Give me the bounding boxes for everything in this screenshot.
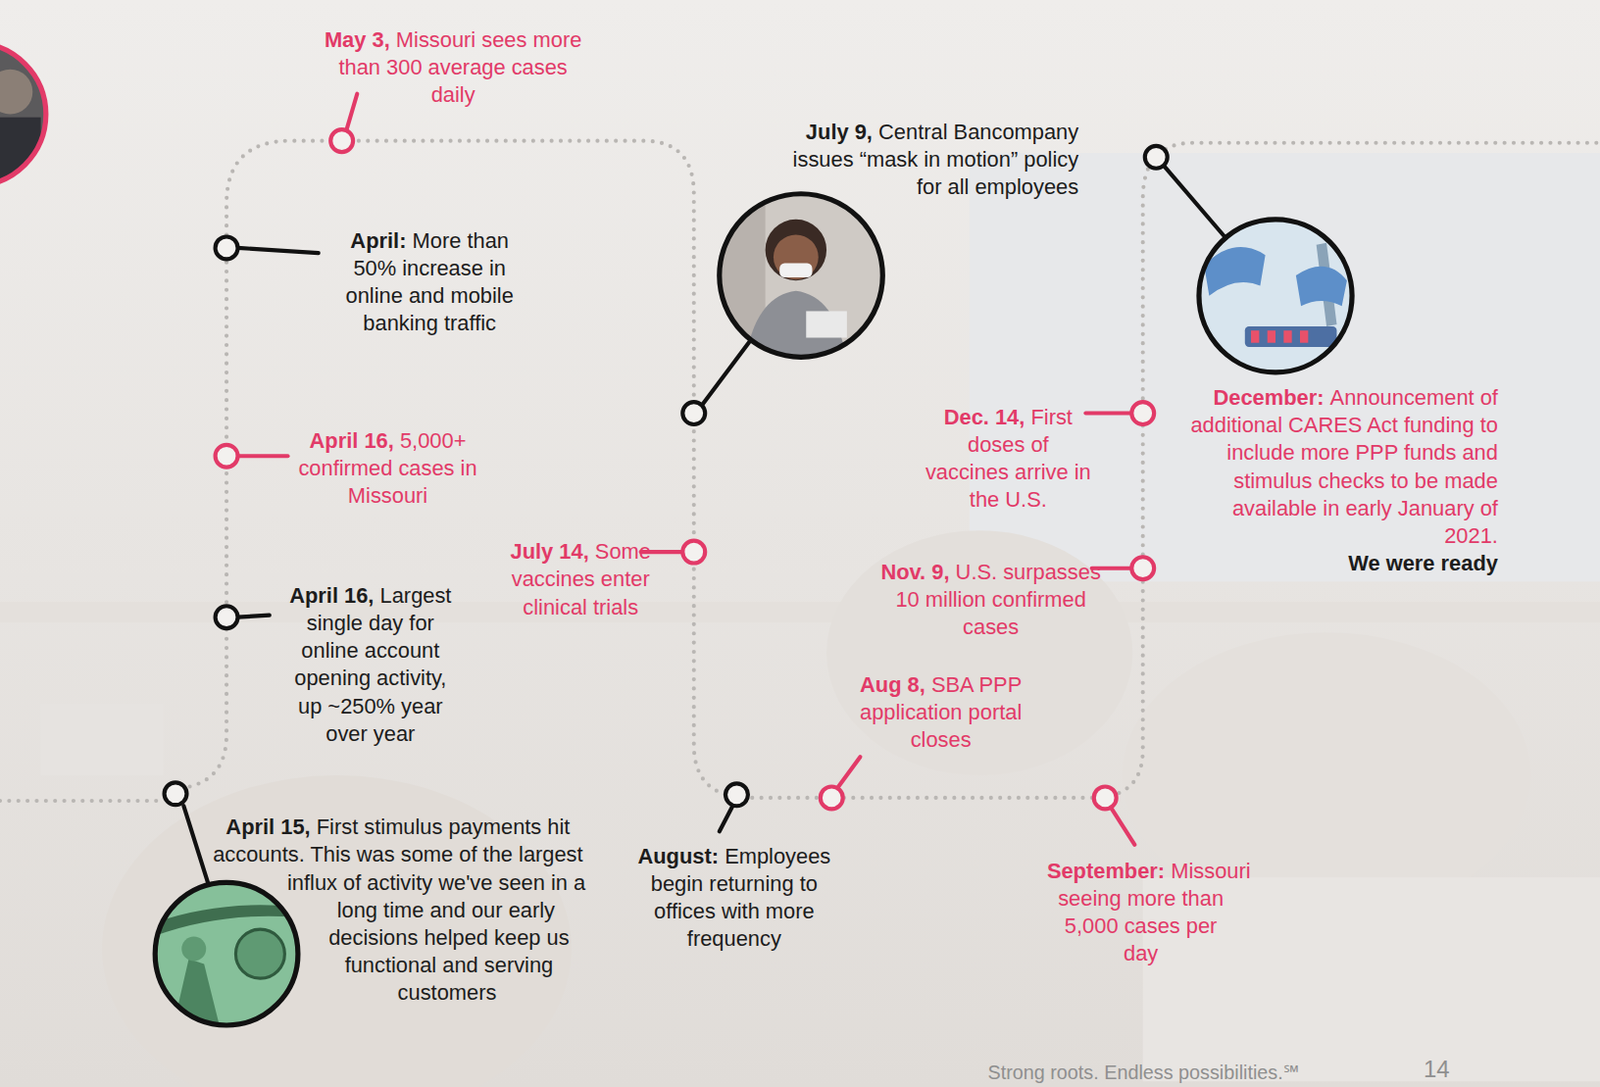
photo-circles — [0, 41, 1357, 1032]
timeline-entry: April 16,5,000+ confirmed cases in Misso… — [296, 426, 480, 509]
date-label: September: — [1047, 858, 1165, 883]
closing-note: We were ready — [1190, 549, 1499, 577]
date-label: April: — [350, 228, 406, 252]
date-label: April 16, — [289, 583, 374, 607]
date-label: April 16, — [309, 428, 395, 452]
timeline-entry: December:Announcement of additional CARE… — [1190, 183, 1499, 577]
timeline-entry: May 3,Missouri sees more than 300 averag… — [319, 25, 588, 108]
text-wrap-spacer — [1190, 183, 1366, 386]
timeline-entry: Aug 8,SBA PPP application portal closes — [839, 670, 1044, 753]
timeline-entry: September:Missouri seeing more than 5,00… — [1047, 856, 1236, 967]
page-number: 14 — [1423, 1055, 1450, 1083]
date-label: August: — [637, 844, 719, 868]
timeline-entry: July 9,Central Bancompany issues “mask i… — [772, 117, 1079, 367]
footer-slogan: Strong roots. Endless possibilities.℠ — [988, 1061, 1300, 1084]
timeline-markers — [164, 129, 1168, 809]
timeline-entry: Dec. 14,First doses of vaccines arrive i… — [923, 402, 1094, 513]
timeline-entry: August:Employees begin returning to offi… — [624, 842, 845, 952]
timeline-entry: Strong roots. Endless possibilities.℠ — [988, 1060, 1417, 1087]
event-note: First stimulus payments hit accounts. Th… — [212, 815, 586, 1005]
event-note: Announcement of additional CARES Act fun… — [1190, 385, 1498, 547]
timeline-entry: 14 — [1423, 1056, 1465, 1084]
timeline-entry: April 16,Largest single day for online a… — [279, 581, 461, 748]
leader-lines — [183, 94, 1226, 885]
date-label: July 14, — [510, 540, 590, 564]
date-label: Aug 8, — [859, 672, 926, 697]
timeline-entry: July 14,Some vaccines enter clinical tri… — [495, 538, 667, 621]
event-note: Largest single day for online account op… — [294, 583, 451, 745]
date-label: April 15, — [225, 815, 310, 840]
date-label: December: — [1212, 385, 1324, 409]
timeline-entry: April:More than 50% increase in online a… — [328, 226, 531, 337]
timeline-entry: April 15,First stimulus payments hit acc… — [203, 813, 593, 1035]
date-label: May 3, — [324, 27, 391, 51]
date-label: Dec. 14, — [944, 404, 1026, 429]
timeline-entry: Nov. 9,U.S. surpasses 10 million confirm… — [875, 557, 1106, 641]
date-label: July 9, — [805, 119, 873, 144]
timeline-path — [0, 141, 1600, 801]
date-label: Nov. 9, — [880, 559, 950, 584]
